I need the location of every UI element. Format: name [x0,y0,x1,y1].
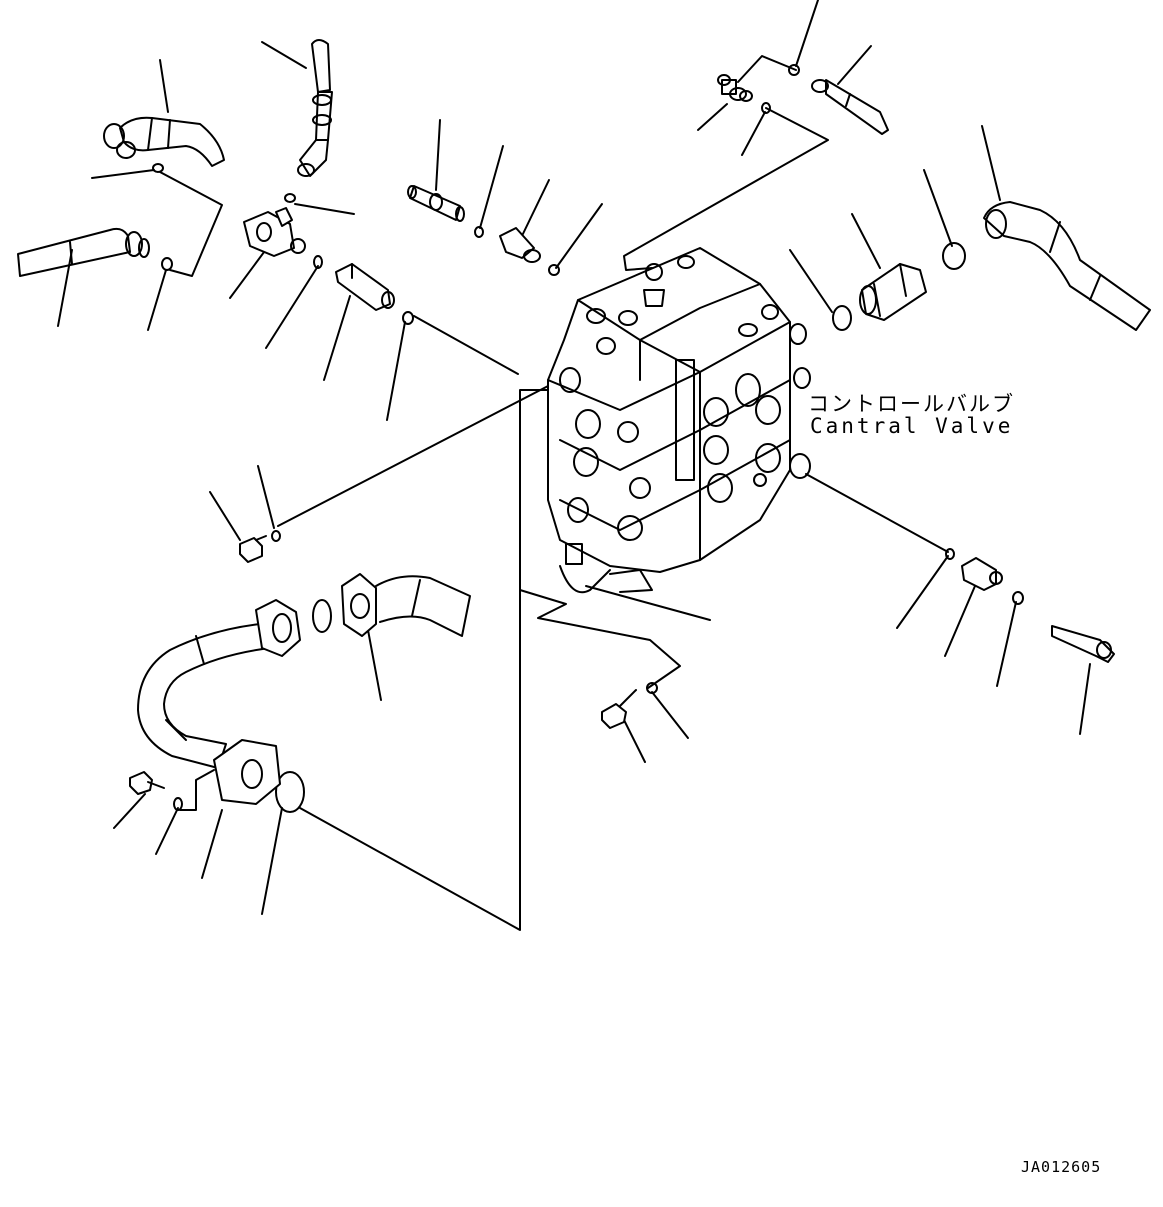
harness-bracket [559,543,653,594]
tee-fitting [243,207,306,257]
hose-top-right [811,79,889,135]
elbow-fitting-top [407,185,465,222]
hose-left [17,227,150,277]
quick-coupler [859,263,927,321]
bolt-center [601,689,637,729]
leader-lines [57,0,1091,915]
adapter-right [961,557,1003,591]
bolt-flange [129,771,165,795]
o-rings [152,64,1024,813]
drawing-number: JA012605 [1021,1158,1102,1176]
hex-adapter [335,263,395,311]
hose-top-left [103,116,225,167]
hose-right-elbow [983,201,1151,331]
adapter-fitting [499,227,541,263]
bolt-left [239,535,267,563]
hose-right-small [1051,625,1115,663]
valve-label-english: Cantral Valve [810,414,1014,438]
fitting-top-right [717,74,753,102]
hose-top-center [297,39,333,177]
valve-label-japanese: コントロールバルブ [808,392,1015,416]
curved-pipe [137,599,301,805]
control-valve-body [547,247,811,573]
flanged-hose [341,573,471,637]
